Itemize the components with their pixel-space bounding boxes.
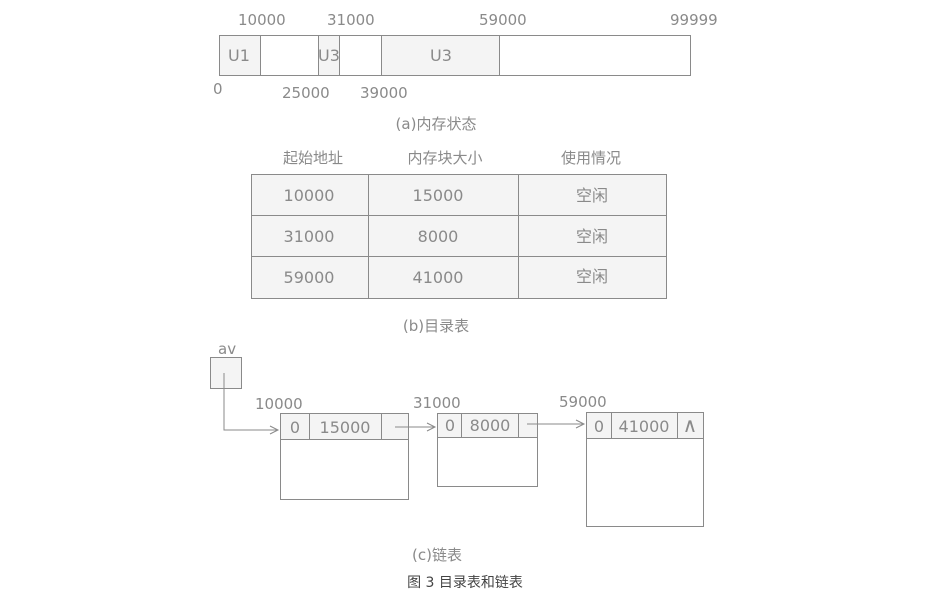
node-header [437,413,538,438]
memory-block-label-u3-large: U3 [430,46,452,65]
table-header-usage: 使用情况 [560,149,622,167]
head-arrow [223,373,278,431]
node-address: 31000 [413,394,461,412]
caption-memory: (a)内存状态 [395,115,477,133]
table-header-start-address: 起始地址 [282,149,344,167]
table-cell-address: 31000 [283,227,335,246]
caption-linked-list: (c)链表 [412,546,462,564]
head-pointer-box [210,357,242,389]
node-size: 8000 [469,416,511,435]
node-size: 41000 [618,417,670,436]
mem-label-25000: 25000 [282,84,330,102]
memory-block-u1 [219,35,261,76]
node-header [586,412,704,439]
table-body [251,174,667,299]
node-header [280,413,409,440]
memory-block-u3-large [381,35,500,76]
head-pointer-label: av [218,340,237,358]
table-cell-size: 41000 [412,268,464,287]
node-address: 59000 [559,393,607,411]
node-size: 15000 [319,418,371,437]
table-cell-address: 10000 [283,186,335,205]
node-flag: 0 [593,417,605,436]
table-cell-usage: 空闲 [575,186,609,205]
mem-label-59000: 59000 [479,11,527,29]
node-flag: 0 [444,416,456,435]
mem-label-39000: 39000 [360,84,408,102]
table-cell-usage: 空闲 [575,227,609,246]
table-cell-size: 8000 [417,227,459,246]
table-cell-size: 15000 [412,186,464,205]
mem-label-0: 0 [213,80,223,98]
mem-label-99999: 99999 [670,11,718,29]
mem-label-31000: 31000 [327,11,375,29]
node-flag: 0 [289,418,301,437]
null-pointer-icon: ∧ [682,413,698,437]
memory-block-u3-small [318,35,340,76]
table-header-block-size: 内存块大小 [407,149,483,167]
memory-block-label-u1: U1 [228,46,250,65]
table-cell-address: 59000 [283,268,335,287]
mem-label-10000: 10000 [238,11,286,29]
figure-caption: 图 3 目录表和链表 [407,575,523,591]
node-address: 10000 [255,395,303,413]
table-cell-usage: 空闲 [575,267,609,286]
caption-directory: (b)目录表 [402,317,470,335]
memory-block-label-u3-small: U3 [318,46,340,65]
